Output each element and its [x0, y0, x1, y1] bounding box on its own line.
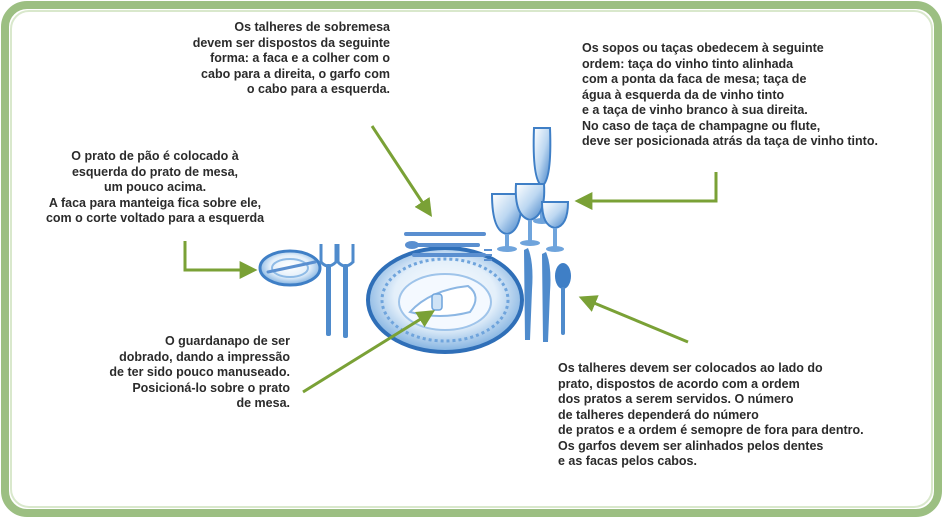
- annotation-cutlery: Os talheres devem ser colocados ao lado …: [558, 361, 864, 468]
- arrow-napkin: [302, 310, 436, 394]
- white-wine-glass: [540, 201, 570, 252]
- pointer-arrows: [183, 125, 718, 394]
- fork-left-inner: [336, 244, 355, 338]
- annotation-glasses: Os sopos ou taças obedecem à seguinte or…: [582, 41, 878, 148]
- arrow-glasses: [574, 172, 718, 210]
- arrow-cutlery: [578, 295, 689, 344]
- annotation-dessert-cutlery: Os talheres de sobremesa devem ser dispo…: [192, 20, 390, 96]
- knife-right-inner: [524, 248, 533, 340]
- table-setting-illustration: [258, 127, 571, 354]
- arrow-dessert-cutlery: [370, 125, 432, 218]
- red-wine-glass: [514, 183, 546, 246]
- knife-right-outer: [542, 252, 551, 342]
- annotation-napkin: O guardanapo de ser dobrado, dando a imp…: [109, 334, 290, 410]
- fork-left-outer: [319, 244, 338, 336]
- dessert-cutlery: [404, 232, 492, 261]
- annotation-bread-plate: O prato de pão é colocado à esquerda do …: [45, 149, 265, 225]
- soup-spoon: [555, 263, 571, 335]
- arrow-bread-plate: [183, 241, 258, 279]
- napkin: [408, 284, 477, 317]
- bread-plate: [258, 249, 322, 287]
